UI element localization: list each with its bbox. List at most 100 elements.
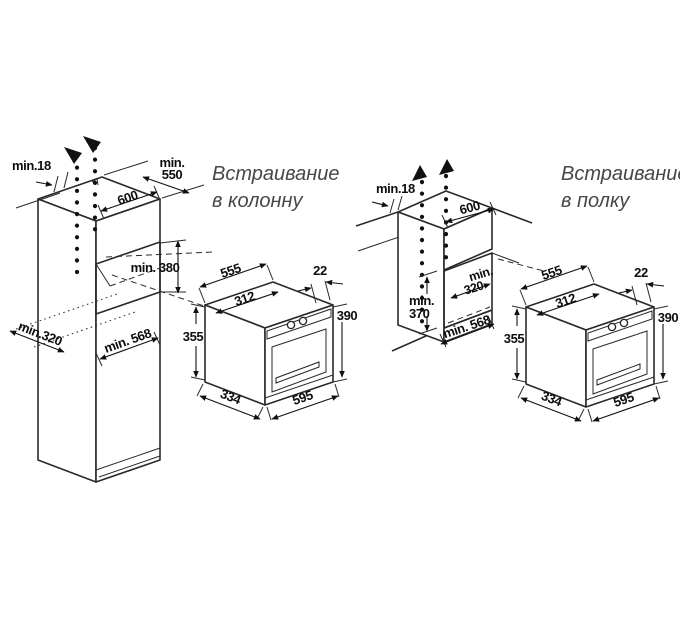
dim-label-frame-gap: 22 <box>313 263 327 278</box>
dim-arrow-top-width <box>445 207 495 224</box>
niche-to-oven-leader <box>497 258 545 272</box>
shelf-niche-opening <box>443 252 493 329</box>
dim-arrow-frame-gap <box>646 281 665 288</box>
dim-ext <box>334 383 340 398</box>
niche-to-oven-leader <box>111 274 205 307</box>
dim-label-front-width: 595 <box>290 387 314 408</box>
dim-tick <box>95 352 103 367</box>
dim-label-gap-top: min.18 <box>376 181 415 196</box>
oven-door-bottom-line <box>585 376 655 401</box>
oven-drawing-column: 555 312 22 390 355 334 595 <box>183 260 361 421</box>
oven-control-strip <box>266 308 332 340</box>
column-plinth-line <box>95 447 161 471</box>
dim-label-top-clearance: 550 <box>162 167 183 182</box>
gap-tick <box>389 198 395 214</box>
vent-dotted-line <box>15 292 121 330</box>
vent-dotted-line <box>33 310 139 348</box>
gap-arrow <box>35 181 53 187</box>
dim-arrow-top-clearance <box>142 176 190 194</box>
dim-label-vent-depth: 320 <box>462 278 485 297</box>
dim-arrow-niche-depth <box>99 337 159 360</box>
dim-ext <box>190 303 206 308</box>
oven-door-window <box>271 328 327 393</box>
shelf-line-right-lower <box>491 252 520 264</box>
dim-arrow-top-depth <box>520 265 588 290</box>
dim-ext <box>161 184 205 199</box>
dim-ext <box>103 160 149 176</box>
dim-ext <box>653 380 669 385</box>
shelf-line-left <box>355 211 399 227</box>
dim-ext <box>332 378 348 383</box>
oven-drawing-shelf: 555 312 22 390 355 334 595 <box>504 262 680 423</box>
title-column-line2: в колонну <box>212 190 304 212</box>
dim-label-niche-height: min. <box>409 293 434 308</box>
dim-ext <box>645 282 652 303</box>
shelf-line-right <box>491 207 533 224</box>
vent-arrow-icon <box>64 147 82 164</box>
dim-arrow-frame-gap <box>325 279 344 286</box>
dim-arrow-frame-gap <box>297 286 312 293</box>
oven-knob-icon <box>607 322 617 332</box>
dim-label-vent-depth: min. <box>467 264 494 284</box>
dim-tick <box>441 214 449 229</box>
vent-arrow-icon <box>83 136 101 153</box>
dim-ext <box>653 305 669 310</box>
dim-label-top-width: 600 <box>458 198 482 218</box>
title-column-line1: Встраивание <box>212 163 340 185</box>
dim-arrow-bottom-depth <box>199 395 261 420</box>
dim-ext <box>310 283 317 304</box>
column-top-notch <box>91 178 99 186</box>
gap-tick <box>397 195 403 211</box>
shelf-installation-diagram: min.18 600 min. 320 min. 370 min. 568 <box>355 159 545 352</box>
dim-arrow-frame-gap <box>618 288 633 295</box>
dim-tick <box>97 204 105 220</box>
dim-arrow-top-width <box>100 191 158 212</box>
dim-arrow-top-opening <box>536 293 600 316</box>
dim-ext <box>517 385 525 399</box>
dim-ext <box>324 280 331 301</box>
dim-label-front-height: 390 <box>658 310 679 325</box>
dim-arrow-bottom-depth <box>520 397 582 422</box>
dim-ext <box>159 239 187 244</box>
niche-floor-dashed <box>447 306 491 324</box>
dim-label-gap-top: min.18 <box>12 158 51 173</box>
dim-label-bottom-depth: 334 <box>218 386 244 408</box>
dim-label-front-height: 390 <box>337 308 358 323</box>
dim-ext <box>190 376 206 381</box>
niche-long-dashed <box>105 251 214 258</box>
dim-arrow-vent-depth <box>9 330 65 353</box>
dim-label-bottom-depth: 334 <box>539 388 565 410</box>
oven-knob-icon <box>619 318 629 328</box>
dim-arrow-top-opening <box>215 291 279 314</box>
dim-label-top-opening: 312 <box>232 288 256 309</box>
dim-ext <box>266 406 272 421</box>
gap-arrow <box>371 201 389 208</box>
dim-ext <box>332 303 348 308</box>
title-shelf-line2: в полку <box>561 190 630 212</box>
dim-ext <box>256 406 264 420</box>
oven-knob-icon <box>286 320 296 330</box>
label-backdrop <box>655 310 680 324</box>
dim-ext <box>587 408 593 423</box>
dim-ext <box>519 289 527 306</box>
dim-ext <box>266 264 274 281</box>
title-shelf-line1: Встраивание <box>561 163 680 185</box>
dim-tick <box>418 270 438 278</box>
dim-ext <box>511 305 527 310</box>
dim-label-top-depth: 555 <box>539 262 563 283</box>
dim-label-top-width: 600 <box>115 187 139 208</box>
dim-label-frame-gap: 22 <box>634 265 648 280</box>
oven-handle <box>596 363 641 386</box>
column-installation-diagram: min.18 600 min. 550 min. 380 min.320 min… <box>9 136 214 483</box>
dim-label-top-depth: 555 <box>218 260 242 281</box>
wall-line <box>15 192 61 209</box>
gap-tick <box>53 175 59 193</box>
dim-ext <box>577 408 585 422</box>
niche-interior-edge <box>95 263 111 287</box>
gap-tick <box>63 171 69 189</box>
oven-door-bottom-line <box>264 374 334 399</box>
vent-arrow-icon <box>439 159 454 175</box>
dim-label-top-opening: 312 <box>553 290 577 311</box>
